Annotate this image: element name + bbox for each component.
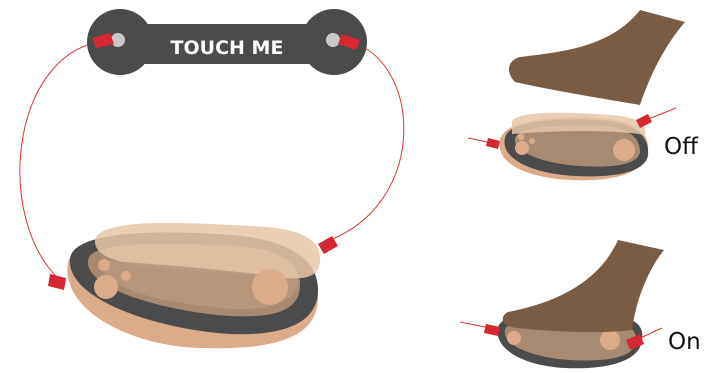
on-label: On xyxy=(668,329,701,355)
pad-right-clip-icon xyxy=(318,236,338,254)
right-contact-icon xyxy=(326,33,340,47)
left-contact-icon xyxy=(111,33,125,47)
left-clip-icon xyxy=(92,33,114,48)
foot-lifted-icon xyxy=(508,10,685,105)
main-pad xyxy=(48,222,338,349)
on-state-illustration xyxy=(459,240,664,369)
touch-me-button[interactable]: TOUCH ME xyxy=(87,9,367,75)
off-state-illustration xyxy=(467,10,685,181)
right-clip-icon xyxy=(338,34,360,50)
button-label: TOUCH ME xyxy=(171,37,284,59)
left-wire xyxy=(19,41,99,281)
pad-left-clip-icon xyxy=(48,274,66,290)
right-wire xyxy=(329,41,405,241)
off-label: Off xyxy=(664,134,699,160)
foot-pressing-icon xyxy=(502,240,664,333)
